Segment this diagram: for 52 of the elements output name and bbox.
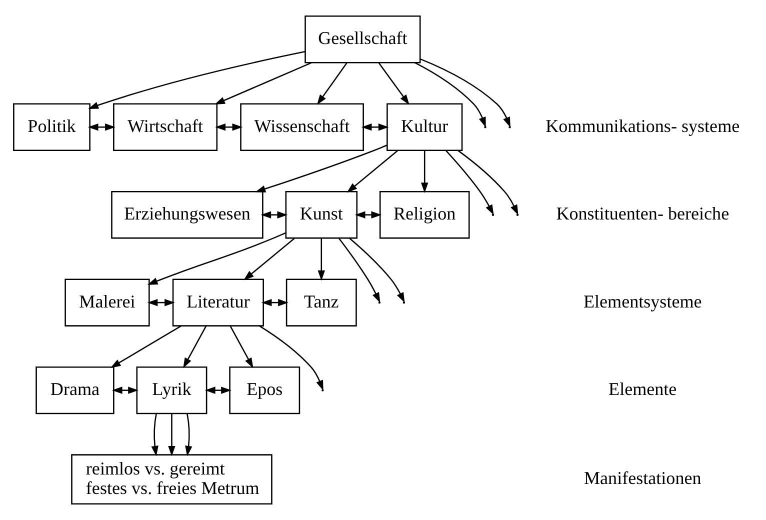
node-box: Malerei bbox=[64, 278, 150, 326]
label: Elemente bbox=[608, 379, 677, 400]
node-box: Gesellschaft bbox=[304, 16, 421, 64]
arrow bbox=[420, 58, 510, 128]
arrow bbox=[378, 62, 410, 105]
arrow bbox=[261, 298, 288, 306]
node-box: Epos bbox=[229, 366, 300, 414]
arrow bbox=[185, 414, 192, 456]
node-box: Kunst bbox=[285, 190, 358, 239]
arrow bbox=[354, 211, 382, 218]
arrow bbox=[259, 325, 324, 391]
label: Konstituenten- bereiche bbox=[556, 204, 730, 224]
arrow bbox=[147, 298, 175, 306]
arrow bbox=[204, 386, 232, 394]
arrow bbox=[414, 62, 486, 128]
node-box: Wissenschaft bbox=[240, 103, 364, 151]
arrow bbox=[244, 238, 295, 280]
arrow bbox=[361, 124, 389, 131]
arrow bbox=[151, 414, 158, 456]
arrow bbox=[255, 144, 388, 192]
arrow bbox=[183, 326, 207, 368]
arrow bbox=[230, 326, 254, 368]
arrow bbox=[338, 238, 380, 303]
node-box: Lyrik bbox=[136, 366, 208, 414]
label: Elementsysteme bbox=[584, 291, 702, 312]
arrow bbox=[88, 51, 306, 110]
arrow bbox=[214, 62, 312, 105]
arrow bbox=[316, 62, 348, 105]
arrow bbox=[458, 150, 518, 216]
node-box: Religion bbox=[379, 190, 470, 239]
node-box: Tanz bbox=[286, 278, 357, 326]
node-box: Drama bbox=[36, 366, 114, 414]
label: Manifestationen bbox=[584, 468, 702, 488]
arrow bbox=[215, 124, 243, 131]
arrow bbox=[110, 325, 182, 368]
label: Kommunikations- systeme bbox=[546, 116, 740, 136]
node-box: Literatur bbox=[172, 278, 264, 326]
node-box: reimlos vs. gereimt festes vs. freies Metrum bbox=[71, 454, 272, 504]
arrow bbox=[421, 150, 428, 193]
arrow bbox=[445, 150, 494, 216]
arrow bbox=[260, 211, 288, 218]
arrow bbox=[348, 238, 405, 303]
node-box: Politik bbox=[13, 103, 90, 151]
arrow bbox=[318, 238, 326, 281]
arrow bbox=[88, 124, 116, 131]
arrow bbox=[346, 150, 398, 193]
node-box: Kultur bbox=[386, 103, 463, 151]
node-box: Erziehungswesen bbox=[111, 190, 264, 239]
arrow bbox=[112, 386, 138, 394]
arrow bbox=[147, 232, 286, 285]
arrow bbox=[168, 414, 176, 456]
node-box: Wirtschaft bbox=[113, 103, 218, 151]
